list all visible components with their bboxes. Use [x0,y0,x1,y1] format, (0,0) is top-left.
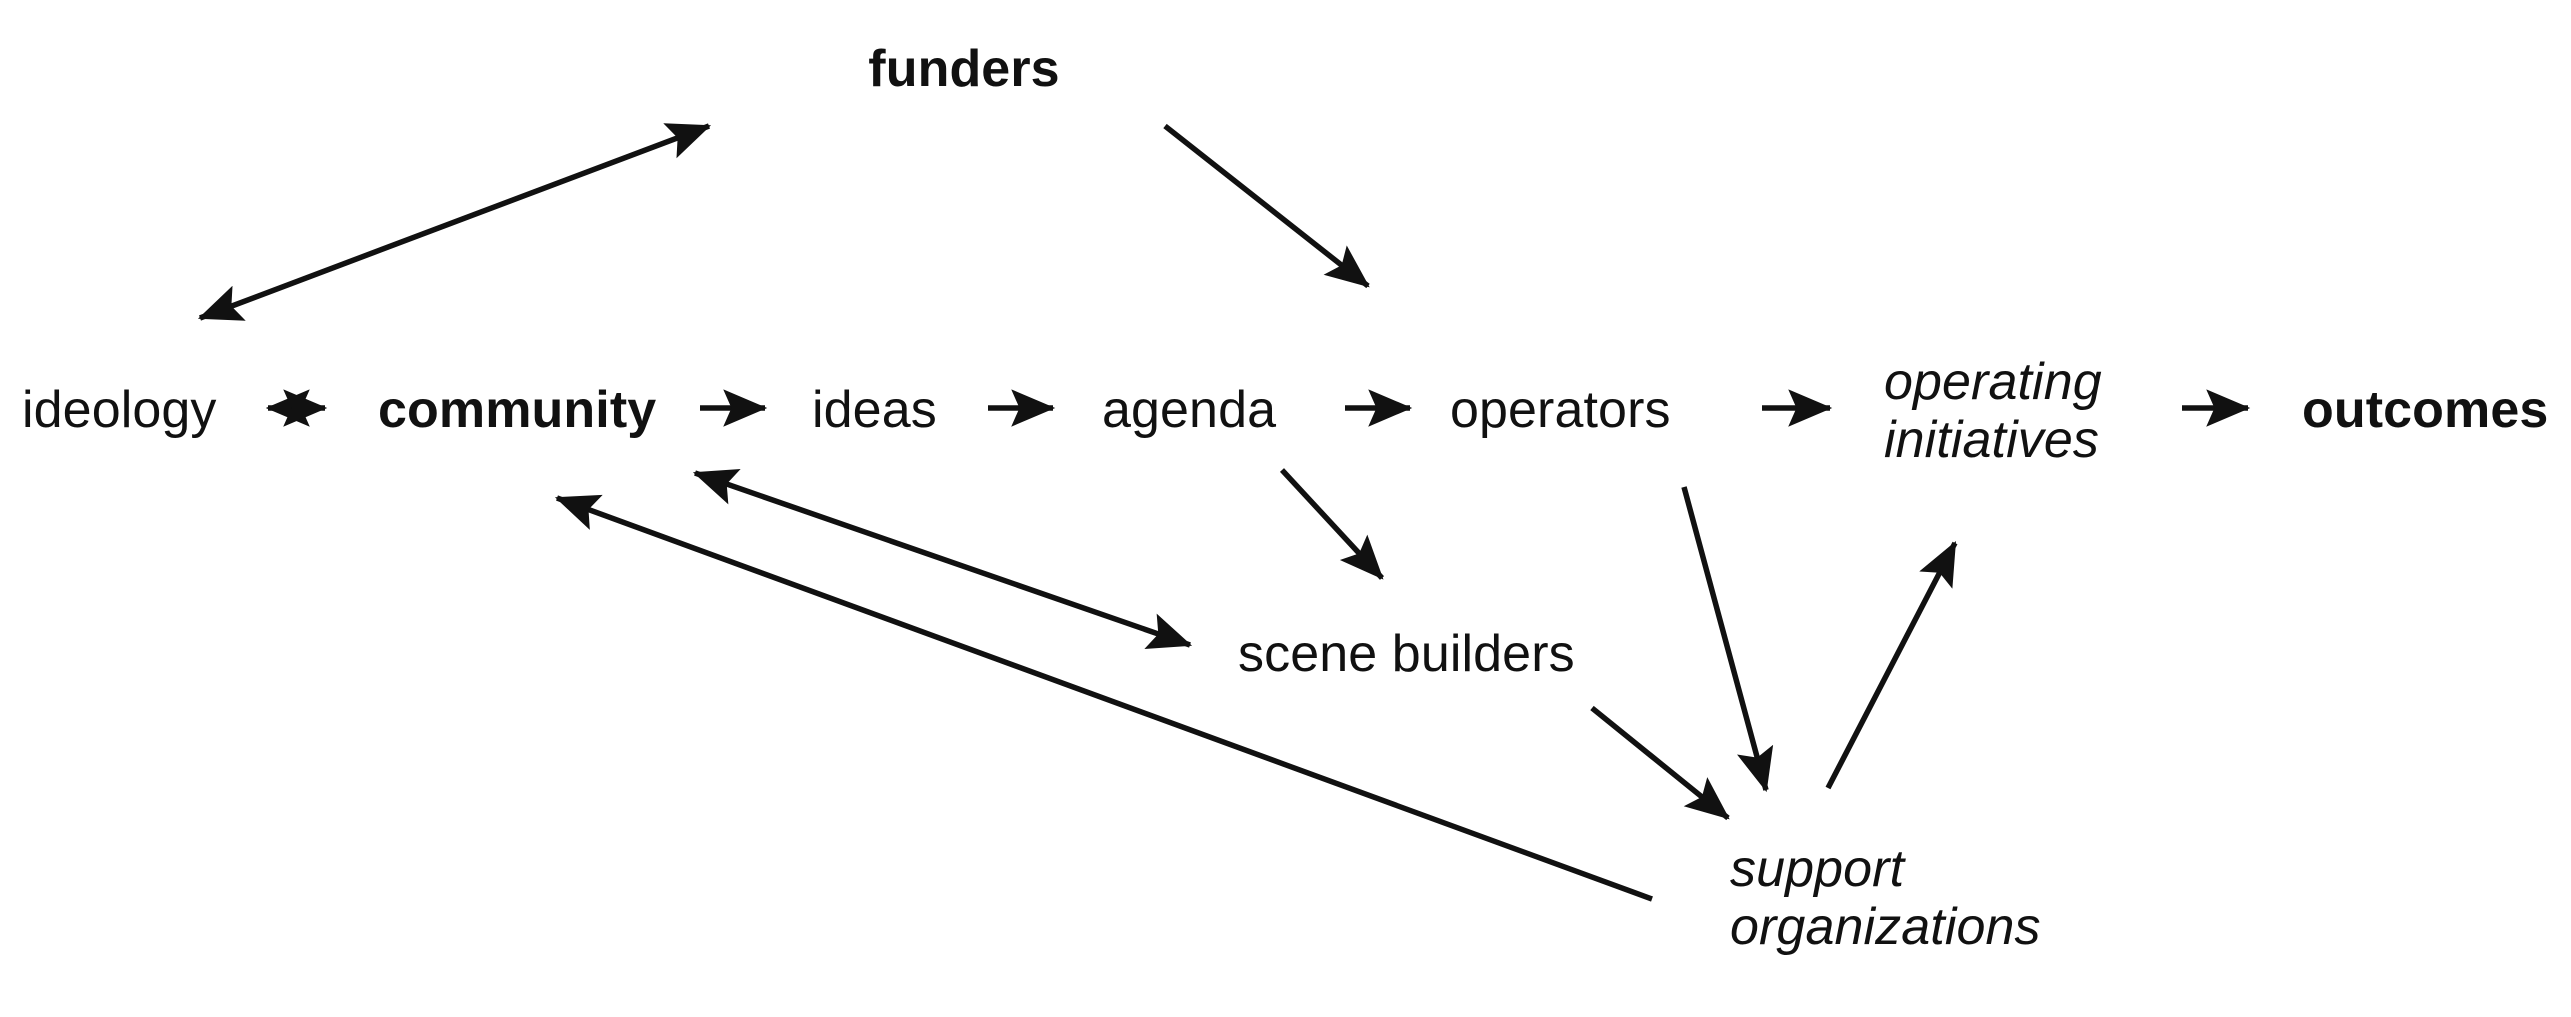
node-support-organizations[interactable]: support organizations [1730,840,2041,957]
node-outcomes[interactable]: outcomes [2302,381,2549,439]
edge-funders-operators [1163,123,1370,289]
node-ideas[interactable]: ideas [812,381,937,439]
edge-community-scene-builders [692,469,1193,649]
edge-operators-support-organizations [1681,486,1774,793]
edge-ideology-funders [197,123,712,321]
edge-scene-builders-support-organizations [1590,705,1730,821]
node-ideology[interactable]: ideology [22,381,217,439]
edge-agenda-scene-builders [1279,468,1385,580]
node-community[interactable]: community [378,381,657,439]
node-operating-initiatives[interactable]: operating initiatives [1884,353,2102,470]
node-operators[interactable]: operators [1450,381,1671,439]
node-agenda[interactable]: agenda [1102,381,1277,439]
edge-support-organizations-community [554,494,1653,902]
node-scene-builders[interactable]: scene builders [1238,625,1575,683]
edge-support-organizations-operating-initiatives [1825,541,1958,790]
node-funders[interactable]: funders [868,40,1060,98]
